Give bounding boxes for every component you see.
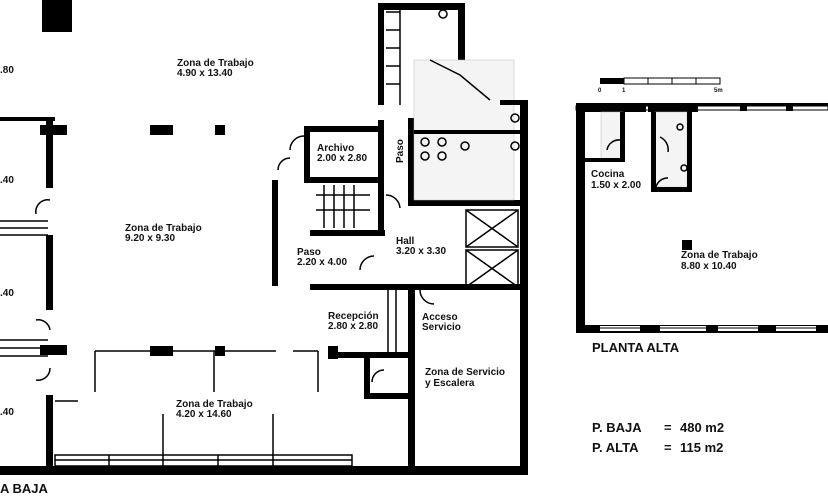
room-label-cocina: Cocina (591, 169, 625, 180)
wall (364, 393, 410, 399)
wall (310, 284, 525, 290)
room-label-acceso: Acceso (422, 312, 458, 323)
wall-top (576, 103, 828, 106)
planta-baja-title: A BAJA (0, 481, 49, 496)
planta-alta-title: PLANTA ALTA (592, 340, 680, 355)
door-swings-core (277, 135, 435, 383)
room-label-zona-trabajo-3: Zona de Trabajo (176, 399, 253, 410)
room-dim-cocina: 1.50 x 2.00 (591, 180, 641, 191)
column (42, 0, 72, 32)
wall (378, 120, 384, 235)
door-swings-left (35, 199, 51, 381)
room-label-archivo: Archivo (317, 143, 354, 154)
wall-left (46, 395, 53, 470)
column (682, 240, 692, 250)
bathrooms (413, 9, 525, 201)
wall (0, 117, 55, 121)
elevators (465, 209, 519, 288)
partitions (54, 350, 353, 467)
wall (272, 180, 278, 286)
area-label-baja: P. BAJA (592, 420, 642, 435)
room-dim-left: .40 (0, 407, 14, 418)
wall-left (46, 235, 53, 310)
wall-left (46, 118, 53, 188)
room-label-paso: Paso (297, 247, 321, 258)
area-eq: = (664, 440, 672, 455)
wall (408, 284, 415, 474)
wall-left (576, 103, 585, 333)
wall (338, 352, 410, 358)
recepcion-window (387, 290, 397, 352)
room-dim-paso: 2.20 x 4.00 (297, 257, 347, 268)
column (215, 125, 225, 135)
column (328, 346, 338, 359)
room-label-zona-servicio: Zona de Servicio (425, 367, 505, 378)
room-dim-archivo: 2.00 x 2.80 (317, 153, 367, 164)
area-value-alta: 115 m2 (680, 440, 723, 455)
room-label-zona-trabajo-1: Zona de Trabajo (177, 58, 254, 69)
room-dim-zona-trabajo-2: 9.20 x 9.30 (125, 233, 175, 244)
wall (408, 118, 414, 203)
wall-archivo-top (304, 126, 384, 132)
wall (304, 177, 384, 183)
window-left (0, 220, 48, 357)
column (150, 125, 173, 135)
wall-bottom (0, 466, 528, 475)
column (40, 345, 67, 355)
room-dim-zona-trabajo-3: 4.20 x 14.60 (176, 409, 232, 420)
area-eq: = (664, 420, 672, 435)
area-label-alta: P. ALTA (592, 440, 639, 455)
wall (378, 3, 384, 105)
room-dim-recepcion: 2.80 x 2.80 (328, 321, 378, 332)
column (40, 125, 67, 135)
wall (378, 3, 464, 10)
room-dim-hall: 3.20 x 3.30 (396, 246, 446, 257)
room-dim-left-top: .80 (0, 65, 14, 76)
room-label-zona-trabajo-2: Zona de Trabajo (125, 223, 202, 234)
room-label-recepcion: Recepción (328, 311, 379, 322)
room-label-escalera: y Escalera (425, 378, 475, 389)
room-dim-left: .40 (0, 288, 14, 299)
room-label-hall: Hall (396, 236, 415, 247)
room-label-zona-trabajo-alta: Zona de Trabajo (681, 250, 758, 261)
wall (364, 352, 370, 397)
scale-bar (600, 77, 721, 85)
wall (310, 230, 385, 236)
room-dim-left: .40 (0, 175, 14, 186)
planta-baja (0, 0, 528, 475)
scale-label-1: 1 (622, 88, 626, 94)
room-label-paso-vertical: Paso (395, 139, 406, 163)
wall (458, 3, 465, 65)
scale-label-5m: 5m (714, 88, 723, 94)
stair-mid (316, 185, 370, 228)
room-label-servicio: Servicio (422, 322, 461, 333)
planta-alta (575, 103, 828, 333)
area-summary: P. BAJA = 480 m2 P. ALTA = 115 m2 (592, 420, 724, 455)
stair-top (386, 10, 401, 105)
room-dim-zona-trabajo-alta: 8.80 x 10.40 (681, 261, 737, 272)
wall (304, 126, 310, 181)
wall (408, 200, 528, 206)
scale-label-0: 0 (598, 88, 602, 94)
area-value-baja: 480 m2 (680, 420, 724, 435)
room-dim-zona-trabajo-1: 4.90 x 13.40 (177, 68, 233, 79)
